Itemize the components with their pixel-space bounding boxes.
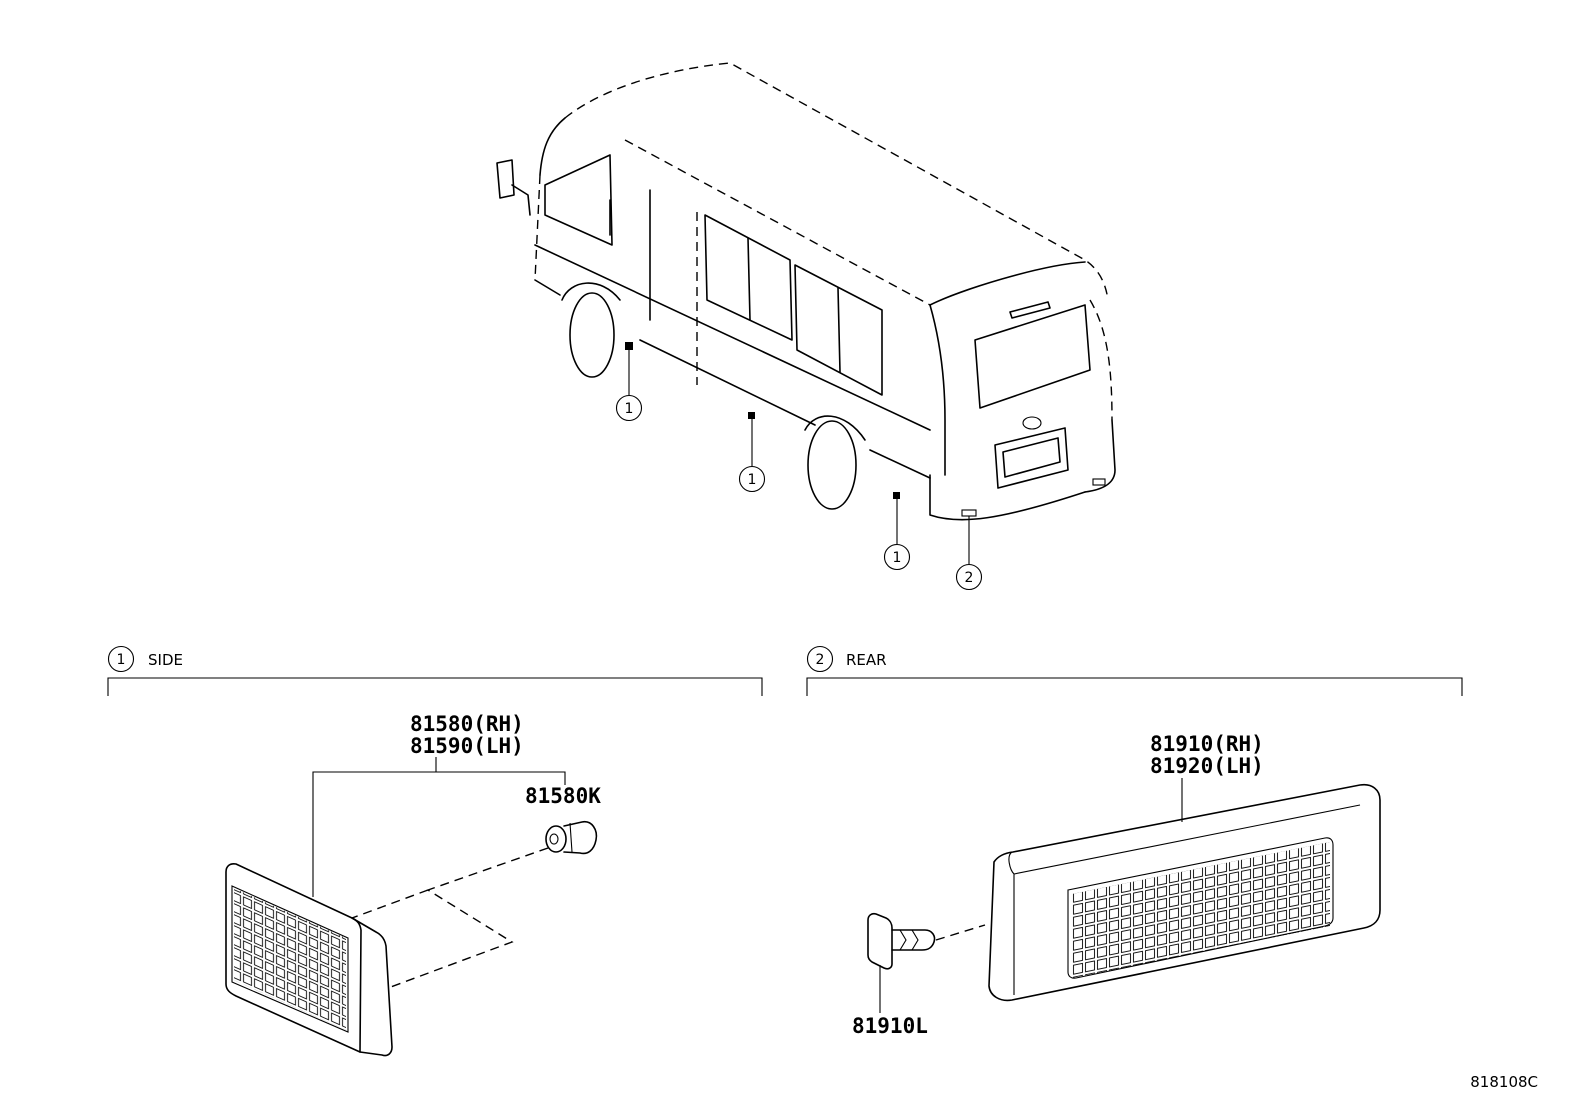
side-section-header: 1 SIDE (107, 645, 183, 673)
callout-1-front: 1 (615, 394, 643, 422)
svg-text:1: 1 (117, 652, 126, 668)
rear-reflector (988, 783, 1381, 1002)
callout-1-rear: 1 (883, 543, 911, 571)
svg-text:REAR: REAR (846, 651, 887, 669)
svg-text:1: 1 (625, 401, 634, 417)
svg-text:2: 2 (965, 570, 974, 586)
side-clip (545, 820, 598, 855)
svg-text:2: 2 (816, 652, 825, 668)
diagram-code: 818108C (1470, 1073, 1538, 1091)
svg-text:1: 1 (893, 550, 902, 566)
callout-2-rear: 2 (955, 563, 983, 591)
side-reflector (225, 863, 393, 1057)
bus-illustration: 1 1 1 2 (496, 62, 1116, 591)
rear-section: 2 REAR 81910(RH) 81920(LH) 81910L (806, 645, 1463, 1038)
part-label-81580-rh: 81580(RH) (410, 712, 524, 736)
rear-clip (867, 912, 936, 970)
rear-section-header: 2 REAR (806, 645, 887, 673)
part-label-81910-rh: 81910(RH) (1150, 732, 1264, 756)
part-label-81580k: 81580K (525, 784, 601, 808)
part-label-81920-lh: 81920(LH) (1150, 754, 1264, 778)
svg-text:SIDE: SIDE (148, 651, 183, 669)
side-section: 1 SIDE 81580(RH) 81590(LH) 81580K (107, 645, 763, 1057)
callout-1-middle: 1 (738, 465, 766, 493)
part-label-81590-lh: 81590(LH) (410, 734, 524, 758)
svg-text:1: 1 (748, 472, 757, 488)
part-label-81910l: 81910L (852, 1014, 928, 1038)
